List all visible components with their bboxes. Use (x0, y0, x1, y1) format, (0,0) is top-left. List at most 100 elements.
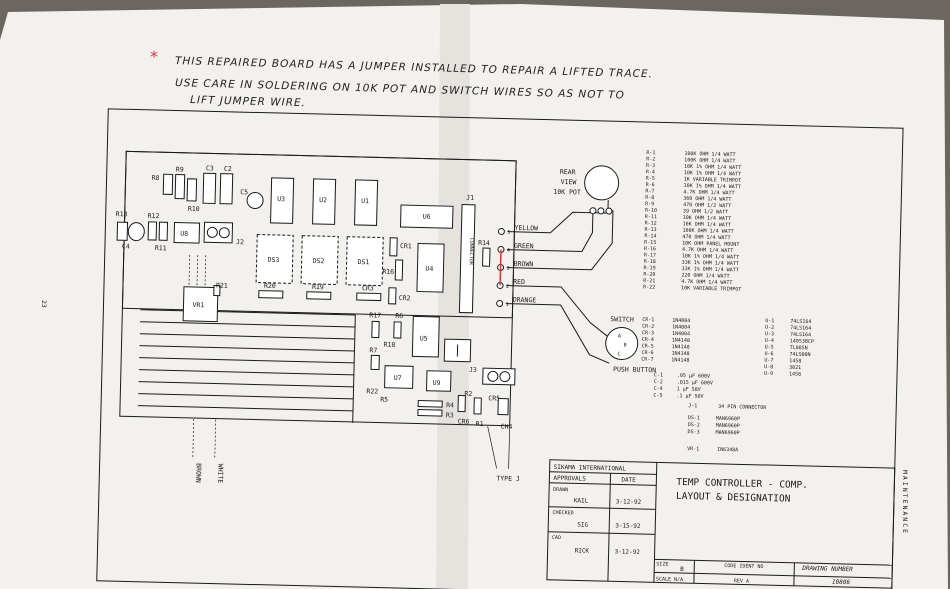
paper (0, 4, 948, 589)
pin-4: 4 (507, 248, 510, 254)
chip-u2 (312, 178, 337, 225)
part-cr-desc-1: 1N4004 (672, 324, 690, 330)
label-cr1: CR1 (400, 242, 412, 250)
tb-drawn-date: 3-12-92 (616, 498, 642, 506)
heatsink (138, 309, 356, 423)
part-r-desc-12: 100K OHM 1/4 WATT (682, 228, 733, 235)
part-ds-ref-2: DS-3 (687, 429, 699, 435)
part-r-desc-15: 4.7K OHM 1/4 WATT (682, 247, 733, 254)
label-c4: C4 (122, 242, 130, 250)
resistor-r3 (417, 408, 443, 417)
tb-scale: SCALE N/A (656, 576, 683, 583)
chip-ch4 (497, 397, 509, 416)
resistor-r19 (306, 291, 332, 300)
tb-size-hdr: SIZE (656, 561, 668, 567)
tb-drawing-no: 10806 (832, 579, 851, 586)
tb-title-line-2: LAYOUT & DESIGNATION (676, 491, 791, 505)
part-ds-desc-2: MAN6960P (715, 430, 739, 437)
part-ds-desc-1: MAN6960P (716, 423, 740, 430)
resistor-r7 (370, 354, 380, 371)
label-r6: R6 (395, 312, 403, 320)
part-u-ref-1: U-2 (765, 325, 774, 331)
part-r-desc-19: 220 OHM 1/4 WATT (681, 273, 729, 280)
label-vr1: VR1 (192, 301, 204, 309)
pin-3: 3 (506, 266, 509, 272)
part-r-desc-1: 100K OHM 1/4 WATT (684, 157, 735, 164)
label-cr6: CR6 (458, 417, 470, 425)
part-ds-ref-1: DS-2 (688, 422, 700, 428)
part-r-desc-17: 33K 1% OHM 1/4 WATT (682, 260, 739, 267)
part-cr-desc-4: 1N4148 (672, 344, 690, 350)
part-r-desc-3: 10K 1% OHM 1/4 WATT (684, 170, 741, 177)
resistor-r2 (457, 394, 466, 413)
part-j1-desc: 34 PIN CONNECTOR (718, 404, 767, 411)
part-r-desc-10: 10K OHM 1/4 WATT (683, 215, 731, 222)
part-r-ref-13: R-14 (644, 233, 656, 239)
label-u6: U6 (423, 213, 431, 221)
part-r-ref-5: R-6 (646, 182, 655, 188)
part-c-ref-0: C-1 (654, 372, 663, 378)
part-r-ref-8: R-9 (645, 201, 654, 207)
part-c-desc-1: .015 µF 600V (677, 380, 713, 387)
part-u-ref-8: U-9 (764, 371, 773, 377)
diode-cr1 (389, 237, 398, 257)
tb-cad-by: RICK (575, 547, 590, 554)
part-cr-desc-3: 1N4148 (672, 337, 690, 343)
label-r20: R20 (264, 282, 276, 290)
part-r-ref-2: R-3 (646, 163, 655, 169)
diagram: R8 R9 R10 C3 C2 C5 U3 U2 U1 U6 R13 C4 R1… (96, 108, 904, 589)
label-r8: R8 (152, 174, 160, 182)
part-r-ref-15: R-16 (644, 246, 656, 252)
part-r-ref-1: R-2 (646, 156, 655, 162)
pot-label-10k: 10K POT (553, 188, 581, 197)
tb-checked-date: 3-15-92 (615, 522, 641, 530)
diode-cr3 (356, 292, 382, 302)
part-r-ref-4: R-5 (646, 176, 655, 182)
part-j1-ref: J-1 (688, 403, 697, 409)
part-ds-desc-0: MAN6960P (716, 416, 740, 423)
wire-orange: ORANGE (513, 296, 537, 305)
part-c-desc-0: .05 µF 600V (677, 373, 710, 380)
part-u-ref-4: U-5 (765, 344, 774, 350)
label-r4: R4 (446, 401, 454, 409)
tb-drawing-hdr: DRAWING NUMBER (801, 565, 853, 573)
part-cr-desc-0: 1N4004 (672, 318, 690, 324)
chip-u9 (425, 370, 452, 392)
part-vr1-ref: VR-1 (687, 446, 699, 452)
label-r1: R1 (476, 420, 484, 428)
pin-5: 5 (507, 230, 510, 236)
part-r-ref-6: R-7 (645, 188, 654, 194)
part-r-desc-7: 360 OHM 1/4 WATT (683, 196, 731, 203)
switch-body (605, 326, 639, 360)
label-r11: R11 (155, 244, 167, 252)
pin-2: 2 (506, 284, 509, 290)
part-r-ref-3: R-4 (646, 169, 655, 175)
chip-u4 (416, 242, 445, 293)
wire-brown: BROWN (514, 260, 534, 268)
part-r-ref-14: R-15 (644, 240, 656, 246)
part-r-desc-21: 10K VARIABLE TRIMPOT (681, 285, 741, 292)
part-r-ref-16: R-17 (644, 252, 656, 258)
pot-label-view: VIEW (561, 178, 577, 186)
part-u-ref-6: U-7 (764, 358, 773, 364)
trace-brown (506, 210, 614, 271)
resistor-r6 (393, 321, 402, 339)
title-block (546, 459, 896, 589)
part-cr-ref-6: CR-7 (641, 357, 653, 363)
diode-cr5 (473, 397, 482, 415)
wire-label-white: WHITE (216, 464, 224, 484)
label-r17: R17 (369, 311, 381, 319)
note-star: * (150, 47, 158, 66)
tb-checked: CHECKED (552, 510, 573, 517)
tb-drawn: DRAWN (553, 487, 568, 493)
wire-green: GREEN (514, 242, 534, 250)
part-r-ref-18: R-19 (643, 265, 655, 271)
label-ds1: DS1 (358, 258, 370, 266)
jumper-wire (499, 249, 502, 286)
part-r-ref-10: R-11 (645, 214, 657, 220)
label-r14: R14 (478, 239, 490, 247)
part-ds-ref-0: DS-1 (688, 415, 700, 421)
